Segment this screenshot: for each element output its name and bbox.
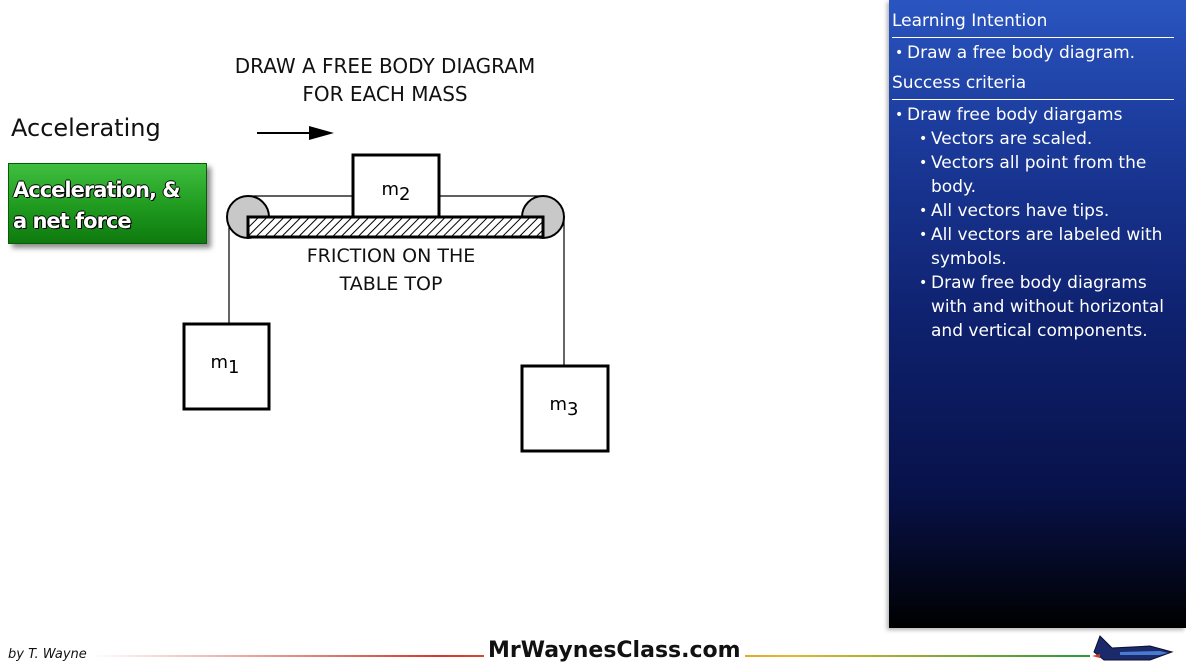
site-name: MrWaynesClass.com: [484, 638, 745, 663]
bullet: •: [919, 203, 928, 219]
heading-line-1: DRAW A FREE BODY DIAGRAM: [234, 54, 536, 78]
success-sub-item: • Vectors all point from the body.: [919, 153, 1147, 197]
direction-arrow: [257, 126, 334, 140]
bullet: •: [895, 107, 904, 123]
callout-line-1: Acceleration, &: [13, 178, 181, 202]
friction-line-2: TABLE TOP: [339, 273, 443, 295]
bullet: •: [919, 227, 928, 243]
diagram-heading: DRAW A FREE BODY DIAGRAM FOR EACH MASS: [200, 52, 570, 108]
mass-3-sub: 3: [567, 399, 578, 420]
pulley-diagram: m2 FRICTION ON THE TABLE TOP m1 m3: [182, 126, 610, 453]
success-sub-item: • All vectors are labeled with symbols.: [919, 225, 1163, 269]
heading-line-2: FOR EACH MASS: [302, 82, 468, 106]
mass-3-block: m3: [520, 364, 610, 453]
success-main-item: • Draw free body diargams: [895, 105, 1123, 125]
success-criteria-title: Success criteria: [892, 73, 1027, 93]
success-divider: [892, 99, 1174, 100]
learning-intention-title: Learning Intention: [892, 11, 1048, 31]
success-sub-item: • Vectors are scaled.: [919, 129, 1093, 149]
mass-2-base: m: [382, 179, 400, 200]
mass-3-base: m: [550, 394, 568, 415]
author-byline: by T. Wayne: [8, 647, 87, 662]
success-sub-item: • All vectors have tips.: [919, 201, 1110, 221]
accelerating-label: Accelerating: [11, 114, 161, 142]
rocket-logo-icon: [1092, 635, 1174, 661]
mass-2-block: m2: [351, 153, 441, 219]
svg-text:m2: m2: [382, 179, 411, 205]
bullet: •: [919, 131, 928, 147]
friction-line-1: FRICTION ON THE: [307, 245, 476, 267]
bullet: •: [919, 275, 928, 291]
mass-1-base: m: [211, 352, 229, 373]
table-top: [246, 215, 545, 239]
learning-divider: [892, 37, 1174, 38]
mass-1-sub: 1: [228, 357, 239, 378]
bullet: •: [919, 155, 928, 171]
svg-text:m3: m3: [550, 394, 579, 420]
mass-2-sub: 2: [399, 184, 410, 205]
bullet: •: [895, 45, 904, 61]
success-sub-item: • Draw free body diagrams with and witho…: [919, 273, 1164, 341]
mass-1-block: m1: [182, 322, 271, 411]
objectives-panel: Learning Intention • Draw a free body di…: [889, 0, 1186, 628]
acceleration-callout: Acceleration, & a net force: [8, 163, 207, 244]
svg-text:m1: m1: [211, 352, 240, 378]
callout-line-2: a net force: [13, 209, 132, 233]
learning-item: • Draw a free body diagram.: [895, 43, 1136, 63]
